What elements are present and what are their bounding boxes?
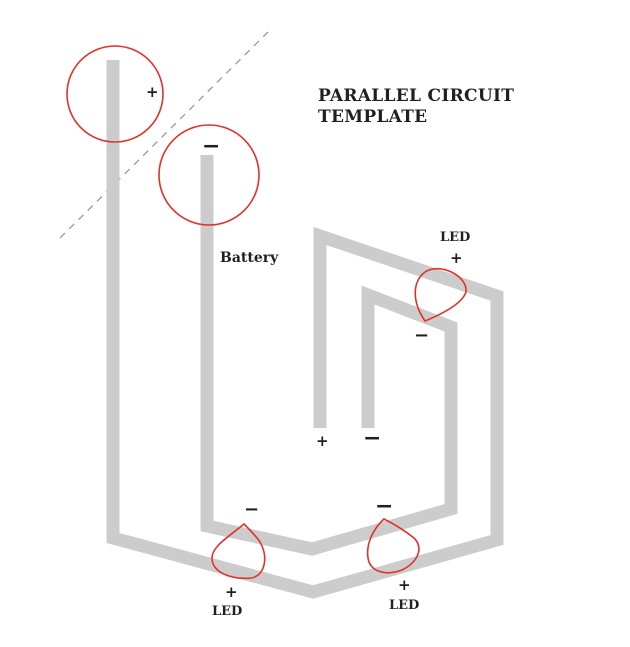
led-top-label: LED	[440, 230, 471, 245]
led-top-minus-sign: −	[414, 325, 430, 346]
led-bottom-left-plus-sign: +	[225, 583, 238, 601]
led-top-drop	[414, 267, 467, 322]
inner-wire-minus-end: −	[363, 426, 382, 451]
battery-positive-circle	[66, 45, 164, 143]
outer-wire-plus-end: +	[316, 432, 329, 450]
led-bottom-right-plus-sign: +	[398, 576, 411, 594]
outer-wire	[106, 60, 504, 599]
diagram-title: PARALLEL CIRCUIT TEMPLATE	[318, 86, 514, 128]
led-bottom-right-minus-sign: −	[375, 494, 394, 519]
battery-plus-sign: +	[146, 83, 159, 101]
battery-negative-circle	[158, 124, 260, 226]
battery-minus-sign: −	[202, 134, 221, 159]
inner-wire	[200, 155, 458, 556]
led-bottom-right-label: LED	[389, 598, 420, 613]
led-bottom-left-drop	[211, 522, 266, 580]
led-bottom-left-minus-sign: −	[244, 499, 260, 520]
led-bottom-left-label: LED	[212, 604, 243, 619]
battery-label: Battery	[220, 250, 279, 266]
title-line-2: TEMPLATE	[318, 107, 428, 127]
led-bottom-right-drop	[366, 518, 420, 574]
title-line-1: PARALLEL CIRCUIT	[318, 86, 515, 106]
fold-dashed-line	[59, 31, 269, 239]
led-top-plus-sign: +	[450, 249, 463, 267]
